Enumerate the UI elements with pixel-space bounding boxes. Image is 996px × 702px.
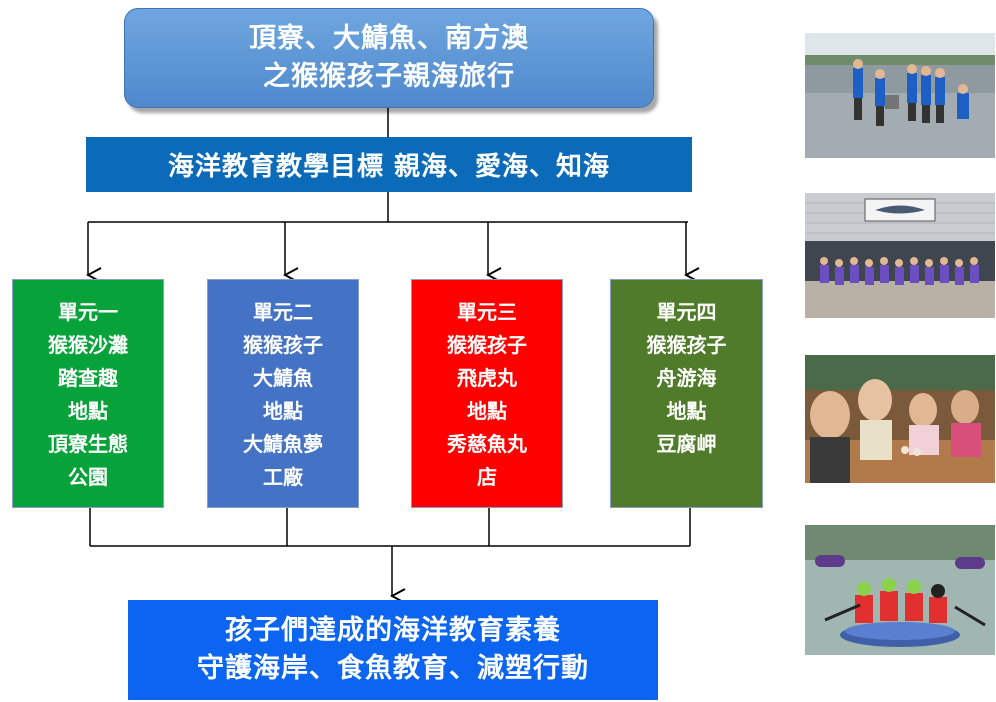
unit-2-line: 猴猴孩子 xyxy=(243,333,323,357)
unit-4-line: 豆腐岬 xyxy=(656,432,717,456)
unit-1-line: 猴猴沙灘 xyxy=(48,333,128,357)
unit-2-line: 工廠 xyxy=(263,465,303,489)
unit-2-line: 單元二 xyxy=(253,300,313,324)
unit-3-line: 店 xyxy=(477,465,497,489)
unit-1-line: 單元一 xyxy=(58,300,118,324)
fishball-making-photo xyxy=(805,355,995,483)
unit-3-line: 猴猴孩子 xyxy=(447,333,527,357)
unit-3-line: 秀慈魚丸 xyxy=(447,432,527,456)
unit-4-line: 舟游海 xyxy=(656,366,717,390)
unit-4-line: 地點 xyxy=(666,399,707,423)
unit-3-line: 單元三 xyxy=(457,300,517,324)
unit-box-4: 單元四 猴猴孩子 舟游海 地點 豆腐岬 xyxy=(610,279,763,508)
unit-box-1: 單元一 猴猴沙灘 踏查趣 地點 頂寮生態 公園 xyxy=(12,279,164,508)
outcome-box: 孩子們達成的海洋教育素養 守護海岸、食魚教育、減塑行動 xyxy=(128,600,658,700)
title-box: 頂寮、大鯖魚、南方澳 之猴猴孩子親海旅行 xyxy=(124,8,654,108)
unit-1-line: 頂寮生態 xyxy=(48,432,128,456)
unit-4-line: 猴猴孩子 xyxy=(646,333,727,357)
unit-1-line: 地點 xyxy=(68,399,108,423)
goal-box: 海洋教育教學目標 親海、愛海、知海 xyxy=(86,137,692,192)
beach-exploration-photo xyxy=(805,33,995,158)
unit-3-line: 飛虎丸 xyxy=(457,366,517,390)
unit-2-line: 大鯖魚 xyxy=(253,366,313,390)
unit-1-line: 公園 xyxy=(68,465,108,489)
rafting-photo xyxy=(805,525,995,655)
unit-2-line: 地點 xyxy=(263,399,303,423)
unit-1-line: 踏查趣 xyxy=(58,366,118,390)
goal-text: 海洋教育教學目標 親海、愛海、知海 xyxy=(167,152,611,182)
unit-box-2: 單元二 猴猴孩子 大鯖魚 地點 大鯖魚夢 工廠 xyxy=(207,279,359,508)
outcome-line-1: 孩子們達成的海洋教育素養 xyxy=(225,615,561,646)
unit-3-line: 地點 xyxy=(467,399,507,423)
unit-2-line: 大鯖魚夢 xyxy=(243,432,323,456)
unit-4-line: 單元四 xyxy=(656,300,717,324)
factory-group-photo xyxy=(805,193,995,318)
outcome-line-2: 守護海岸、食魚教育、減塑行動 xyxy=(197,653,589,684)
title-line-1: 頂寮、大鯖魚、南方澳 xyxy=(249,23,529,54)
unit-box-3: 單元三 猴猴孩子 飛虎丸 地點 秀慈魚丸 店 xyxy=(411,279,563,508)
title-line-2: 之猴猴孩子親海旅行 xyxy=(263,61,515,92)
